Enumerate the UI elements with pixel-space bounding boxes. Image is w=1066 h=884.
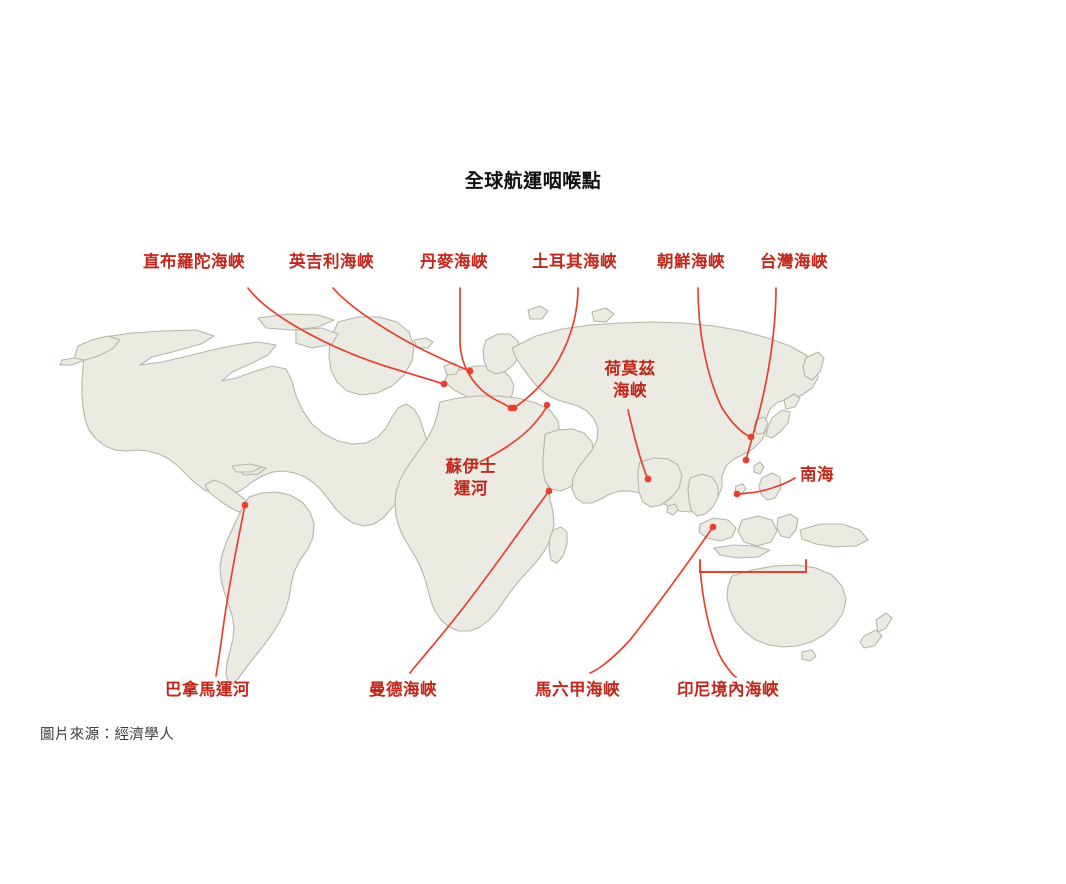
leader-line-turkish-straits: [513, 287, 579, 409]
land-cuba: [231, 463, 263, 473]
marker-turkish-straits: [510, 404, 518, 412]
land-southeast-asia: [687, 473, 719, 517]
label-bab-el-mandeb[interactable]: 曼德海峽: [369, 681, 437, 699]
label-turkish-straits[interactable]: 土耳其海峽: [532, 253, 617, 271]
leader-line-bab-el-mandeb: [409, 490, 550, 674]
label-indonesia-internal-straits[interactable]: 印尼境內海峽: [677, 681, 779, 699]
page-title: 全球航運咽喉點: [464, 171, 602, 192]
marker-english-channel: [466, 367, 474, 375]
label-hormuz-line1: 荷莫茲: [604, 360, 656, 378]
marker-panama: [241, 501, 249, 509]
leader-line-indonesia: [699, 564, 737, 678]
land-sulawesi: [776, 513, 799, 539]
land-philippines: [758, 472, 782, 501]
land-japan-north: [783, 393, 801, 410]
land-india: [637, 457, 683, 508]
land-aleutians: [59, 357, 85, 366]
marker-taiwan-strait: [742, 456, 750, 464]
leader-line-gibraltar: [247, 287, 445, 385]
marker-gibraltar: [440, 380, 448, 388]
land-scandinavia: [482, 333, 521, 375]
label-denmark-strait[interactable]: 丹麥海峽: [420, 253, 488, 271]
land-tasmania: [801, 649, 817, 662]
land-java: [713, 544, 771, 559]
land-asia: [511, 321, 819, 513]
land-taiwan-island: [753, 461, 765, 475]
land-new-zealand: [875, 612, 893, 633]
source-credit: 圖片來源：經濟學人: [40, 727, 175, 743]
label-hormuz-strait[interactable]: 荷莫茲 海峽: [597, 358, 663, 403]
leader-line-malacca: [589, 526, 714, 674]
bracket-indonesia-internal: [699, 559, 807, 573]
land-borneo: [737, 515, 778, 547]
label-korea-strait[interactable]: 朝鮮海峽: [657, 253, 725, 271]
leader-line-english-channel: [332, 287, 471, 372]
leader-line-taiwan-strait: [745, 287, 777, 461]
label-hormuz-line2: 海峽: [613, 382, 647, 401]
marker-bab-el-mandeb: [545, 487, 553, 495]
land-novaya-zemlya: [591, 307, 615, 323]
land-svalbard: [527, 305, 549, 320]
land-australia: [726, 564, 847, 648]
marker-south-china-sea: [733, 490, 741, 498]
landmass-group: [59, 305, 893, 685]
land-kamchatka: [802, 351, 825, 381]
marker-korea-strait: [747, 433, 755, 441]
land-arctic-islands: [257, 313, 335, 331]
marker-suez: [543, 401, 551, 409]
land-sri-lanka: [666, 503, 679, 516]
land-new-guinea: [799, 523, 869, 548]
land-south-america: [219, 491, 315, 685]
label-english-channel[interactable]: 英吉利海峽: [289, 253, 374, 271]
label-south-china-sea[interactable]: 南海: [800, 466, 834, 484]
land-japan: [765, 409, 791, 439]
land-madagascar: [548, 526, 568, 564]
chokepoint-marker-group: [241, 367, 755, 531]
label-suez-line2: 運河: [454, 480, 488, 499]
label-suez-line1: 蘇伊士: [445, 458, 497, 476]
leader-line-suez: [479, 405, 548, 463]
land-sumatra: [698, 517, 737, 542]
label-taiwan-strait[interactable]: 台灣海峽: [760, 253, 828, 271]
label-suez-canal[interactable]: 蘇伊士 運河: [438, 456, 504, 501]
label-gibraltar-strait[interactable]: 直布羅陀海峽: [143, 253, 245, 271]
land-greenland: [328, 316, 415, 396]
leader-line-korea-strait: [697, 287, 752, 438]
leader-line-panama: [215, 504, 246, 677]
label-malacca-strait[interactable]: 馬六甲海峽: [535, 681, 620, 699]
marker-hormuz: [644, 475, 652, 483]
label-panama-canal[interactable]: 巴拿馬運河: [165, 681, 250, 699]
land-new-zealand-south: [859, 629, 883, 649]
marker-malacca: [709, 523, 717, 531]
